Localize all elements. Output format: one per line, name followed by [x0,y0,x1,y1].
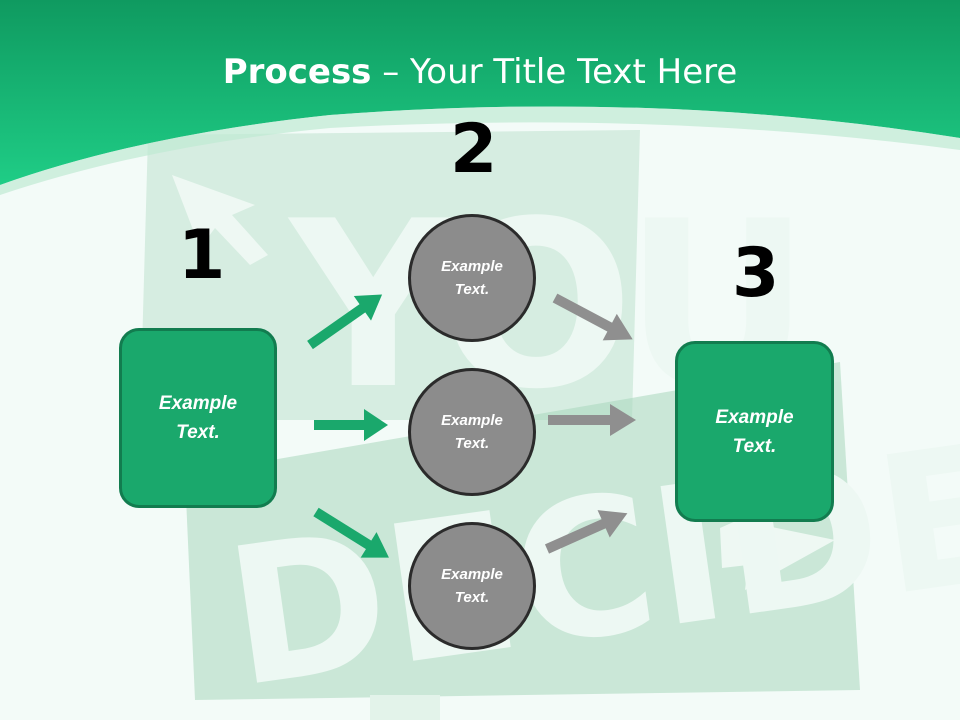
step-1-box[interactable]: Example Text. [119,328,277,508]
step-2-number: 2 [450,110,498,189]
step-2-circle-3[interactable]: Example Text. [408,522,536,650]
circle-2-text: Example Text. [441,412,503,452]
step-3-number: 3 [732,234,780,313]
arrow-to-circle-2 [314,409,388,441]
step-3-text: Example Text. [715,406,794,457]
step-1-text: Example Text. [158,393,238,443]
arrow-from-circle-1 [552,293,633,341]
header-swoosh [0,106,960,195]
title-rest: – Your Title Text Here [371,52,738,92]
arrow-from-circle-2 [548,404,636,436]
arrow-from-circle-3 [544,510,628,554]
title-bold: Process [222,52,372,92]
step-1-number: 1 [178,216,226,295]
arrow-to-circle-3 [313,507,389,558]
circle-1-text: Example Text. [441,258,503,298]
step-2-circle-1[interactable]: Example Text. [408,214,536,342]
step-3-box[interactable]: Example Text. [675,341,834,522]
header-band [0,0,960,185]
circle-3-text: Example Text. [441,566,503,606]
step-2-circle-2[interactable]: Example Text. [408,368,536,496]
sign-decide-board: DECIDE [185,362,960,720]
page-title: Process – Your Title Text Here [0,52,960,92]
arrow-to-circle-1 [307,294,383,350]
